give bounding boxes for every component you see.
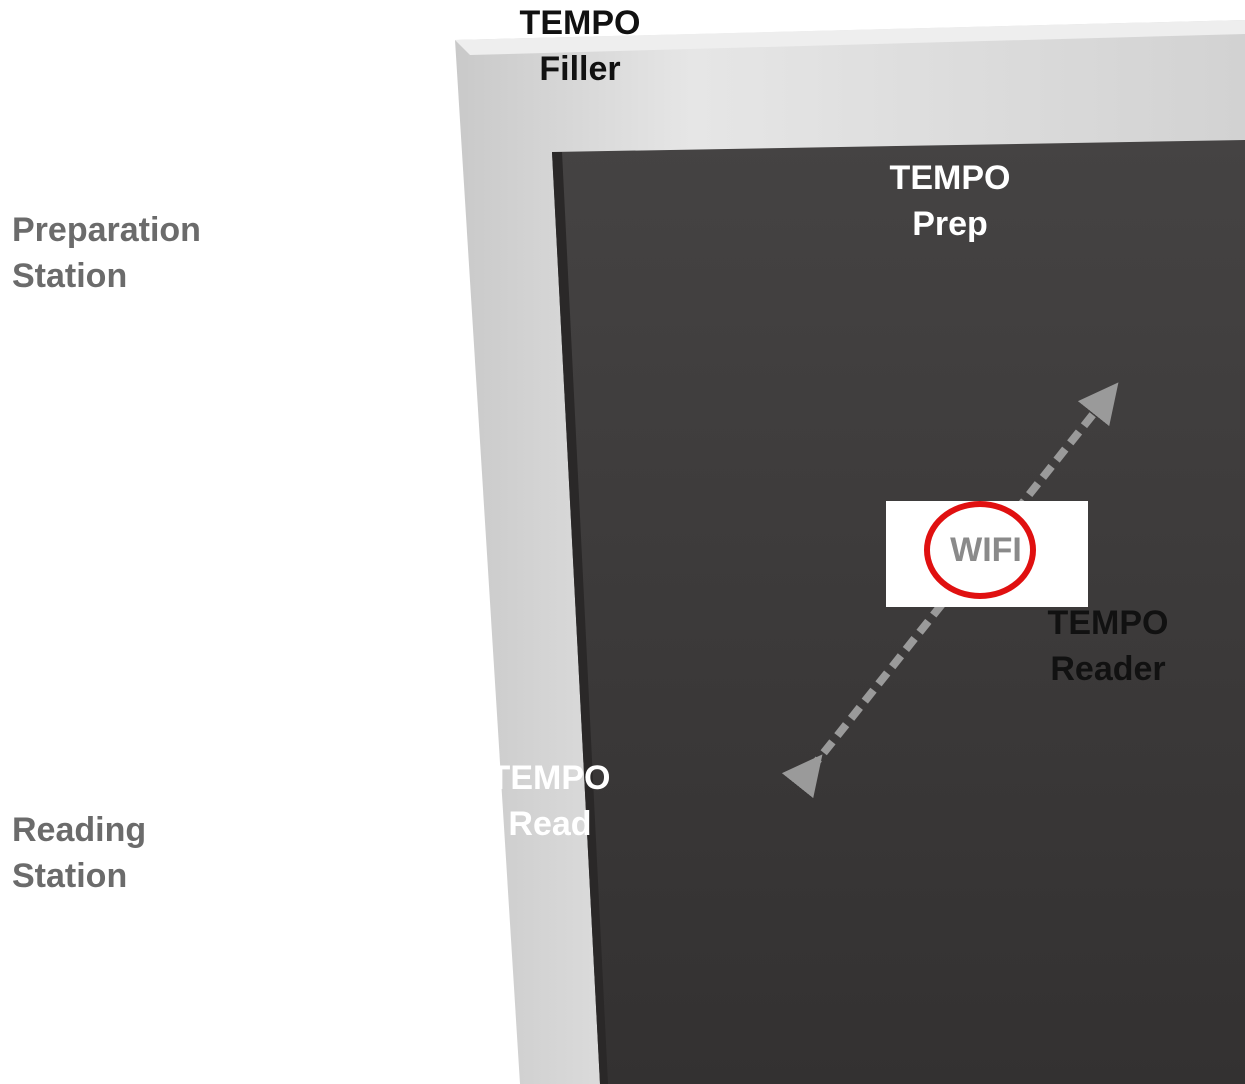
tempo-read-line-1: TEMPO [489,759,611,797]
wifi-link-arrow [781,382,1119,799]
tempo-reader-label: TEMPO Reader [1018,600,1198,692]
reading-station-label: Reading Station [12,807,146,899]
tempo-prep-line-2: Prep [912,205,988,243]
preparation-station-line-2: Station [12,257,128,295]
wifi-label: WIFI [950,531,1022,569]
preparation-station-line-1: Preparation [12,211,201,249]
tempo-read-line-2: Read [508,805,592,843]
tempo-filler-label: TEMPO Filler [490,0,670,92]
tempo-filler-line-1: TEMPO [519,4,641,42]
reading-station-line-1: Reading [12,811,147,849]
tempo-prep-line-1: TEMPO [889,159,1011,197]
tempo-prep-label: TEMPO Prep [860,155,1040,247]
tempo-read-label: TEMPO Read [460,755,640,847]
reading-station-line-2: Station [12,857,128,895]
preparation-station-label: Preparation Station [12,207,201,299]
wifi-highlight-ring [924,501,1036,599]
tempo-filler-line-2: Filler [539,50,621,88]
tempo-reader-line-1: TEMPO [1047,604,1169,642]
tempo-reader-line-2: Reader [1050,650,1166,688]
